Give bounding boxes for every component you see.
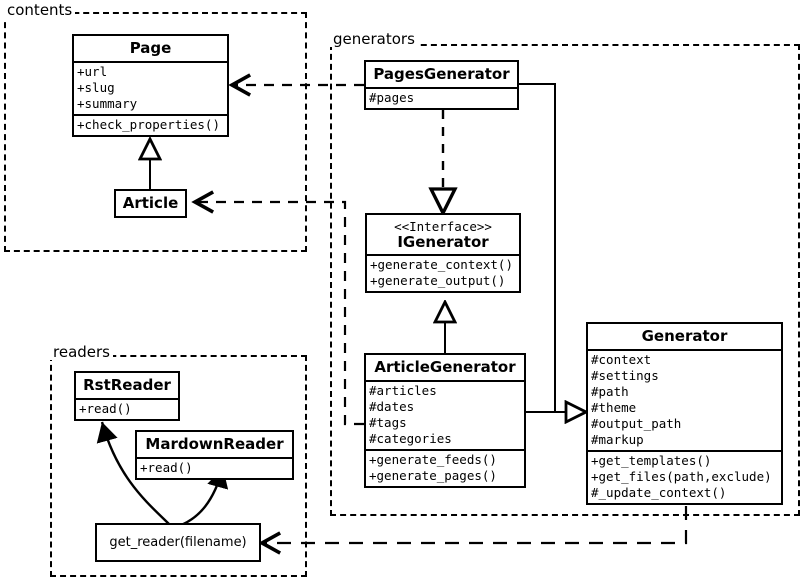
class-generator-title: Generator [641,327,728,345]
method: +check_properties() [77,117,220,132]
class-pages-generator-attributes: #pages [366,87,517,108]
class-page[interactable]: Page +url +slug +summary +check_properti… [72,34,229,137]
attribute: #dates [369,399,415,414]
package-generators-label: generators [330,31,418,47]
attribute: #settings [591,368,659,383]
class-igenerator-title: <<Interface>> IGenerator [367,215,519,254]
method: +generate_feeds() [369,452,497,467]
attribute: #markup [591,432,644,447]
class-article-generator-attributes: #articles #dates #tags #categories [366,380,524,449]
class-page-attributes: +url +slug +summary [74,61,227,114]
method: +read() [79,401,132,416]
attribute: +url [77,64,108,79]
class-igenerator-stereotype: <<Interface>> [394,219,492,234]
attribute: #output_path [591,416,682,431]
package-contents [4,12,307,252]
method: +read() [140,460,193,475]
class-igenerator-name: IGenerator [397,233,489,251]
attribute: #pages [369,90,415,105]
class-mardown-reader[interactable]: MardownReader +read() [135,430,294,480]
attribute: #path [591,384,629,399]
class-pages-generator[interactable]: PagesGenerator #pages [364,60,519,110]
package-readers-label: readers [50,344,113,360]
method: #_update_context() [591,485,727,500]
class-article[interactable]: Article [114,189,187,218]
class-generator-methods: +get_templates() +get_files(path,exclude… [588,450,781,503]
attribute: #context [591,352,652,367]
attribute: #categories [369,431,452,446]
attribute: #articles [369,383,437,398]
class-mardown-reader-title: MardownReader [145,435,284,453]
method: +generate_context() [370,257,513,272]
class-generator[interactable]: Generator #context #settings #path #them… [586,322,783,505]
class-page-title: Page [129,39,172,57]
attribute: +summary [77,96,138,111]
class-article-generator[interactable]: ArticleGenerator #articles #dates #tags … [364,353,526,488]
class-mardown-reader-methods: +read() [137,457,292,478]
class-pages-generator-title: PagesGenerator [373,65,510,83]
package-contents-label: contents [4,2,76,18]
attribute: #theme [591,400,637,415]
method: +generate_pages() [369,468,497,483]
function-get-reader-label: get_reader(filename) [109,535,247,550]
class-article-title: Article [122,194,179,212]
method: +generate_output() [370,273,506,288]
class-igenerator-methods: +generate_context() +generate_output() [367,254,519,291]
attribute: +slug [77,80,115,95]
class-rst-reader[interactable]: RstReader +read() [74,371,180,421]
class-igenerator[interactable]: <<Interface>> IGenerator +generate_conte… [365,213,521,293]
class-article-generator-title: ArticleGenerator [374,358,516,376]
class-rst-reader-title: RstReader [83,376,171,394]
method: +get_files(path,exclude) [591,469,772,484]
class-article-generator-methods: +generate_feeds() +generate_pages() [366,449,524,486]
package-readers [50,355,307,577]
class-rst-reader-methods: +read() [76,398,178,419]
class-generator-attributes: #context #settings #path #theme #output_… [588,349,781,450]
attribute: #tags [369,415,407,430]
class-page-methods: +check_properties() [74,114,227,135]
method: +get_templates() [591,453,712,468]
function-get-reader[interactable]: get_reader(filename) [95,523,261,562]
